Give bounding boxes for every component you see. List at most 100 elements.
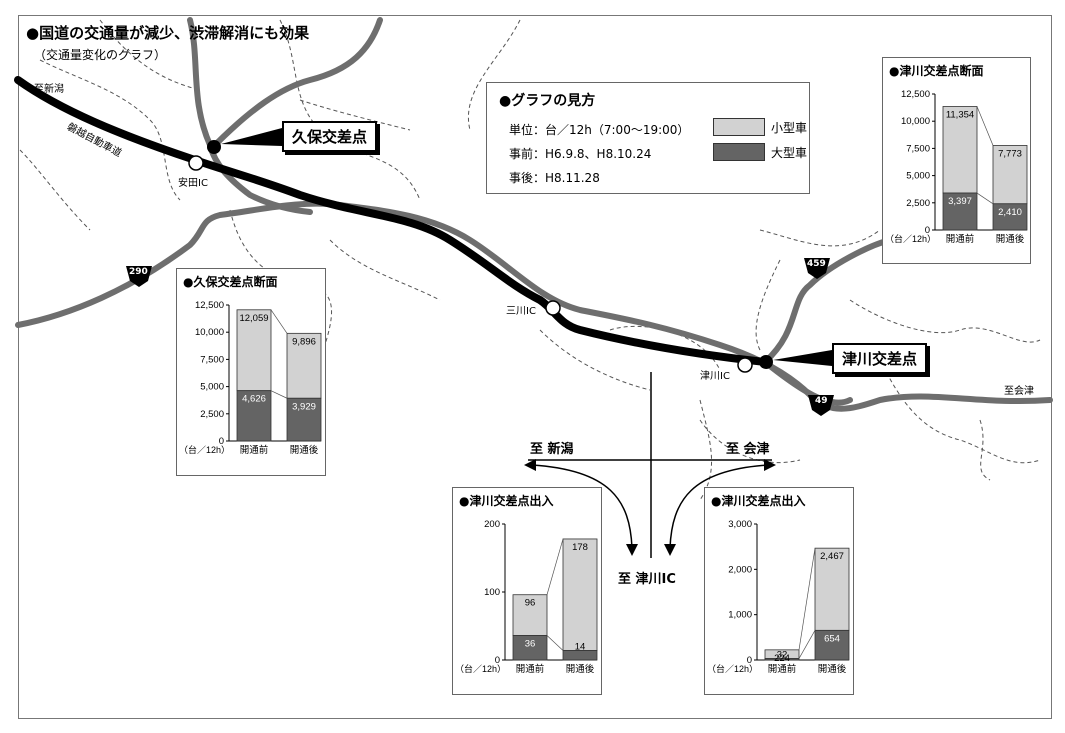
legend-before: 事前：H6.9.8、H8.10.24 xyxy=(509,147,652,161)
chart-title: ●津川交差点出入 xyxy=(711,494,806,508)
bar-small-car xyxy=(814,547,850,631)
y-tick-label: 0 xyxy=(495,655,500,666)
bar-small-car xyxy=(286,332,322,399)
route-290-label: 290 xyxy=(129,267,148,277)
kubo-intersection-callout: 久保交差点 xyxy=(282,121,378,152)
legend-box: ●グラフの見方 単位：台／12h（7:00〜19:00） 事前：H6.9.8、H… xyxy=(486,82,810,194)
map-subtitle: （交通量変化のグラフ） xyxy=(34,48,167,62)
tsugawa-intersection-marker xyxy=(759,355,773,369)
connector-total xyxy=(270,309,288,334)
tsugawa-pointer xyxy=(773,350,832,366)
map-title: ●国道の交通量が減少、渋滞解消にも効果 xyxy=(26,24,310,42)
unit-label: （台／12h） xyxy=(179,444,230,455)
legend-small-car-label: 小型車 xyxy=(771,121,808,135)
y-tick-label: 7,500 xyxy=(906,143,930,154)
total-value-label: 224 xyxy=(774,653,790,664)
direction-niigata: 至 新潟 xyxy=(530,442,574,457)
bar-large-car xyxy=(764,658,800,661)
category-label: 開通後 xyxy=(290,444,319,456)
tsugawa-ic-marker xyxy=(737,357,753,373)
y-tick-label: 100 xyxy=(484,587,500,598)
y-tick-label: 10,000 xyxy=(901,116,930,127)
total-value-label: 96 xyxy=(525,598,536,609)
y-tick-label: 0 xyxy=(747,655,752,666)
label-yasuda-ic: 安田IC xyxy=(178,178,208,189)
total-value-label: 11,354 xyxy=(946,109,974,120)
y-tick-label: 5,000 xyxy=(200,382,224,393)
route-shields xyxy=(126,258,834,416)
bar-large-car xyxy=(942,192,978,231)
chart-canvas: 12,50010,0007,5005,0002,500012,0594,626開… xyxy=(179,300,322,456)
y-tick-label: 200 xyxy=(484,519,500,530)
total-value-label: 2,467 xyxy=(820,551,844,562)
connector-total xyxy=(976,106,994,146)
y-tick-label: 12,500 xyxy=(901,89,930,100)
connector-large xyxy=(546,635,564,651)
legend-large-car-swatch xyxy=(713,143,765,161)
y-tick-label: 0 xyxy=(219,436,224,447)
y-tick-label: 5,000 xyxy=(906,171,930,182)
chart-tsugawa-section: ●津川交差点断面 12,500 10,000 7,500 5,000 2,500 0 11,… xyxy=(882,57,1031,264)
bar-large-car xyxy=(512,635,548,661)
mikawa-ic-marker xyxy=(545,300,561,316)
bar-large-car xyxy=(992,203,1028,231)
connector-large xyxy=(976,192,994,205)
tsugawa-intersection-callout: 津川交差点 xyxy=(832,343,928,374)
route-49-shield xyxy=(808,395,834,416)
y-tick-label: 2,500 xyxy=(906,198,930,209)
category-label: 開通後 xyxy=(566,663,595,675)
y-tick-label: 3,000 xyxy=(728,519,752,530)
bar-small-car xyxy=(236,309,272,392)
total-value-label: 12,059 xyxy=(239,313,268,324)
expressway xyxy=(14,76,769,366)
kubo-intersection-marker xyxy=(207,140,221,154)
large-value-label: 36 xyxy=(525,639,536,650)
connector-large xyxy=(798,630,816,659)
large-value-label: 3,397 xyxy=(948,196,972,207)
connector-total xyxy=(798,548,816,650)
label-to-aizu: 至会津 xyxy=(1004,386,1034,397)
route-459-shield xyxy=(804,258,830,279)
bar-small-car xyxy=(942,106,978,194)
chart-title: ●久保交差点断面 xyxy=(183,275,278,289)
interchange-markers xyxy=(188,140,773,373)
route-49-label: 49 xyxy=(815,396,828,406)
category-label: 開通前 xyxy=(240,444,269,456)
large-value-label: 654 xyxy=(824,633,840,644)
chart-title: ●津川交差点出入 xyxy=(459,494,554,508)
legend-title: ●グラフの見方 xyxy=(499,93,596,109)
category-label: 開通後 xyxy=(996,233,1025,245)
y-tick-label: 1,000 xyxy=(728,610,752,621)
chart-title: ●津川交差点断面 xyxy=(889,64,984,78)
y-tick-label: 10,000 xyxy=(195,327,224,338)
unit-label: （台／12h） xyxy=(707,663,758,674)
total-value-label: 178 xyxy=(572,542,588,553)
route-290-shield xyxy=(126,266,152,287)
bar-large-car xyxy=(562,650,598,661)
y-tick-label: 0 xyxy=(925,225,930,236)
large-value-label: 32 xyxy=(777,650,788,661)
category-label: 開通前 xyxy=(768,663,797,675)
large-value-label: 4,626 xyxy=(242,394,266,405)
label-tsugawa-ic: 津川IC xyxy=(700,371,730,382)
arrow-heads xyxy=(524,459,776,556)
bar-small-car xyxy=(992,145,1028,205)
yasuda-ic-marker xyxy=(188,155,204,171)
bar-large-car xyxy=(814,629,850,661)
legend-after: 事後：H8.11.28 xyxy=(509,171,600,185)
bar-small-car xyxy=(562,538,598,651)
connector-large xyxy=(270,390,288,399)
chart-canvas: 12,500 10,000 7,500 5,000 2,500 0 11,354 3,397 開… xyxy=(885,89,1028,245)
map-frame xyxy=(18,15,1052,719)
large-value-label: 2,410 xyxy=(998,207,1022,218)
kubo-pointer xyxy=(221,128,282,146)
unit-label: （台／12h） xyxy=(455,663,506,674)
legend-large-car-label: 大型車 xyxy=(771,146,808,160)
connector-total xyxy=(546,538,564,595)
label-to-niigata: 至新潟 xyxy=(34,84,64,95)
